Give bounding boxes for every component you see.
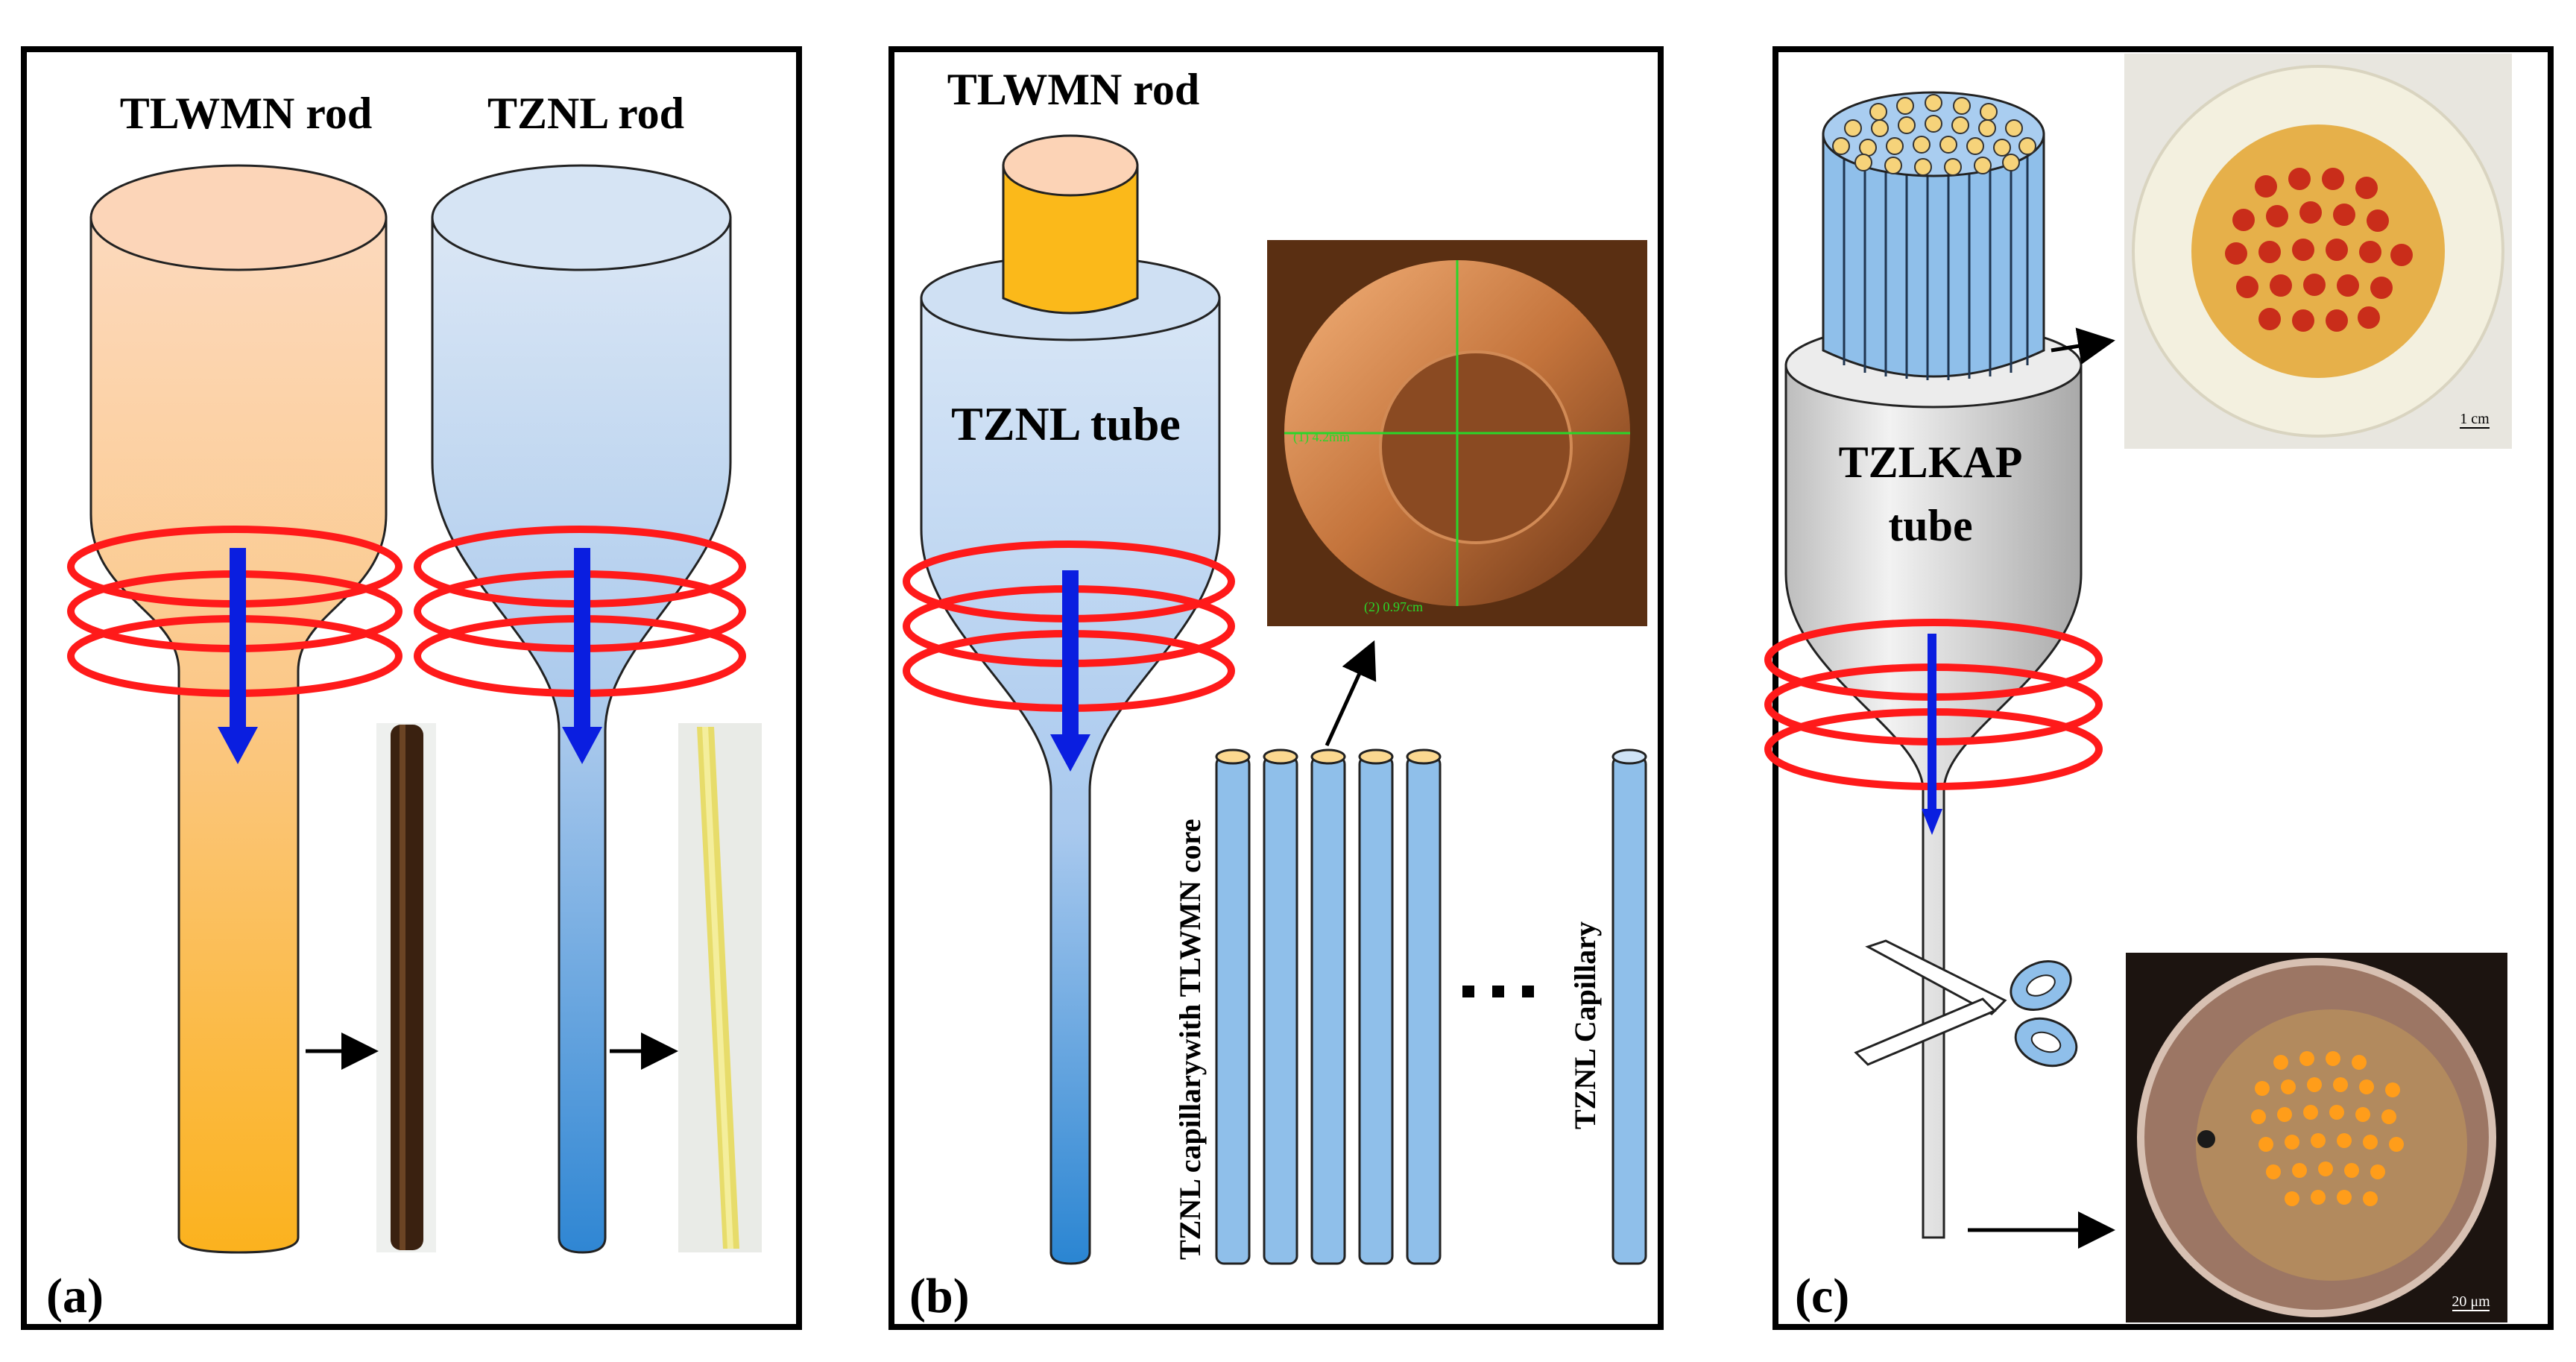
tlwmn-core-rod — [1002, 134, 1139, 315]
tznl-rod-photo — [678, 723, 762, 1252]
capillary-with-core — [1406, 748, 1442, 1265]
ellipsis-dots — [1462, 986, 1534, 997]
preform-end-face-photo: 1 cm — [2124, 54, 2512, 449]
capillary-with-core — [1263, 748, 1298, 1265]
panel-c-label: (c) — [1795, 1269, 1849, 1323]
panel-b: TLWMN rod TZNL tube (1) 4.2mm — [888, 46, 1664, 1330]
tlwmn-rod-label-b: TLWMN rod — [947, 65, 1199, 114]
pointer-arrow-b — [1325, 640, 1377, 747]
scale-bar-20um: 20 μm — [2452, 1293, 2490, 1310]
scale-bar-1cm: 1 cm — [2460, 411, 2490, 427]
capillary-plain — [1611, 748, 1647, 1265]
capillary-with-core — [1358, 748, 1394, 1265]
tlwmn-rod-photo — [376, 723, 436, 1252]
tznl-rod-label: TZNL rod — [487, 89, 684, 138]
panel-c: TZLKAP tube 1 cm — [1764, 46, 2554, 1330]
capillary-core-label: TZNL capillarywith TLWMN core — [1173, 819, 1207, 1260]
draw-arrow-a-right — [562, 548, 602, 764]
tznl-tube-label: TZNL tube — [951, 397, 1181, 450]
capillary-with-core — [1310, 748, 1346, 1265]
capillary-bundle — [1822, 91, 2045, 380]
panel-a: TLWMN rod TZNL rod — [21, 46, 802, 1330]
tzlkap-tube-label-line2: tube — [1888, 501, 1972, 550]
tlwmn-rod-label: TLWMN rod — [120, 89, 372, 138]
tzlkap-tube-label-line1: TZLKAP — [1839, 438, 2023, 487]
draw-arrow-a-left — [218, 548, 258, 764]
draw-arrow-c — [1922, 634, 1942, 835]
micrograph-readout-1: (1) 4.2mm — [1293, 429, 1350, 445]
capillary-row — [1215, 748, 1647, 1265]
panel-b-label: (b) — [909, 1269, 970, 1323]
capillary-with-core — [1215, 748, 1251, 1265]
capillary-label: TZNL Capillary — [1568, 921, 1602, 1129]
draw-arrow-b — [1050, 570, 1090, 772]
fiber-cross-section-micrograph: 20 μm — [2126, 953, 2507, 1322]
micrograph-readout-2: (2) 0.97cm — [1364, 599, 1423, 615]
pointer-arrow-c-top — [2051, 327, 2115, 365]
panel-a-label: (a) — [46, 1269, 104, 1323]
capillary-cross-section-micrograph: (1) 4.2mm (2) 0.97cm — [1267, 240, 1647, 626]
scissors-icon — [1854, 939, 2078, 1068]
